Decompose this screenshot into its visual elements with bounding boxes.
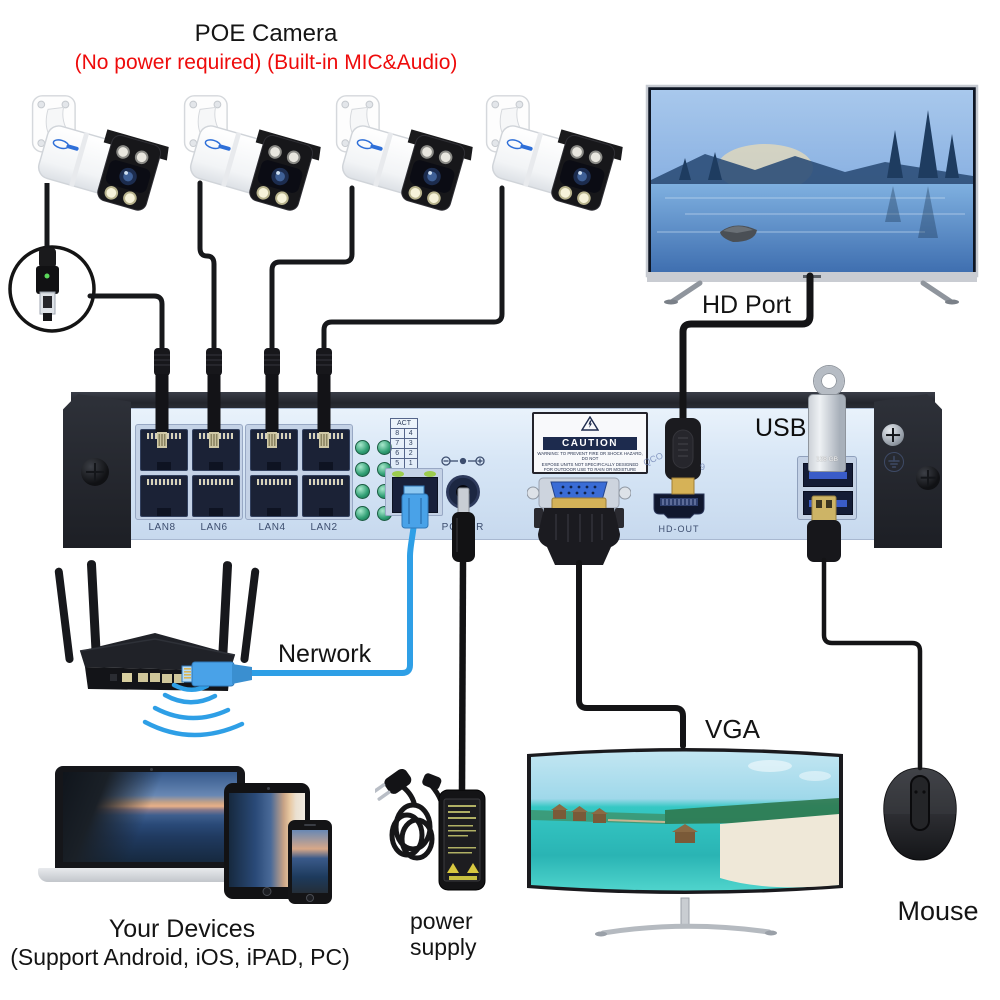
act-cell: 5 [391,459,405,468]
lan-block-1 [135,424,243,520]
ground-symbol-icon [884,452,904,472]
adapter-brick [438,789,486,891]
phone-screen-image [292,830,328,893]
act-cell: 4 [408,430,413,437]
your-devices-label: Your Devices [108,915,256,943]
hd-out-label: HD-OUT [658,524,700,534]
lan-port-2[interactable] [302,475,350,517]
power-cord-coil [389,783,444,861]
iec-connector [422,773,442,790]
camera1-cable [87,293,165,353]
lan-port-3[interactable] [250,429,298,471]
act-header: ACT [391,419,417,429]
caution-label: CAUTION WARNING: TO PREVENT FIRE OR SHOC… [532,412,648,474]
caution-line: EXPOSE UNITS NOT SPECIFICALLY DESIGNED [541,461,639,467]
monitor-screen-image [531,751,839,891]
hdmi-out-port[interactable] [650,488,708,522]
vga-monitor [527,748,843,937]
dc-power-jack[interactable] [446,475,480,509]
smartphone [288,820,332,904]
lan-port-5[interactable] [192,429,240,471]
tv-screen-image [651,90,973,272]
usb-drive-body: 128 GB [808,394,846,472]
poe-camera-3 [319,90,474,235]
vga-port[interactable] [527,474,631,514]
bungalows [553,810,695,843]
usb-drive-ring [814,366,844,396]
status-led [355,506,370,521]
lan8-label: LAN8 [148,522,176,533]
power-label: POWER [441,522,485,533]
status-led [377,440,392,455]
warning-triangle-icon [580,415,600,431]
page-title: POE Camera [194,20,338,47]
screw-right [916,466,940,490]
lan-block-2 [245,424,353,520]
lan6-label: LAN6 [200,522,228,533]
caution-line: WARNING: TO PREVENT FIRE OR SHOCK HAZARD… [537,451,643,462]
hd-tv [645,84,979,305]
usb-label: USB [755,414,807,442]
screw-panel [882,424,904,446]
act-cell: 7 [391,439,405,448]
usb-flash-drive: 128 GB [804,366,848,474]
caution-line: FOR OUTDOOR USE TO RAIN OR MOISTURE [543,467,637,473]
act-cell: 2 [408,450,413,457]
router-ports [110,673,184,683]
usb-port-bottom[interactable] [803,491,853,515]
laptop-base [38,868,262,882]
laptop-screen-image [63,772,237,862]
monitor-base [600,923,772,936]
lan5-label-partial: 5 [273,406,279,417]
act-cell: 6 [391,449,405,458]
lan-port-4[interactable] [250,475,298,517]
polarity-icon [441,456,485,466]
lan-port-7[interactable] [140,429,188,471]
eu-power-plug [375,768,412,801]
lan-port-6[interactable] [192,475,240,517]
screw-left [81,458,109,486]
mouse [883,767,957,861]
lan4-label: LAN4 [258,522,286,533]
poe-camera-4 [469,90,624,235]
mouse-scroll-area [910,775,930,831]
poe-camera-2 [167,90,322,235]
status-led [355,484,370,499]
hd-port-label: HD Port [702,291,791,319]
page-subtitle: (No power required) (Built-in MIC&Audio) [74,51,458,74]
power-supply-label-line2: supply [410,934,477,960]
act-cell: 3 [408,440,413,447]
laptop [55,766,245,868]
usb-drive-capacity: 128 GB [815,456,839,463]
diagram-title-block: POE Camera (No power required) (Built-in… [0,20,532,75]
act-cell: 1 [408,460,413,467]
lan-port-1[interactable] [302,429,350,471]
power-supply-unit [375,768,486,891]
act-cell: 8 [391,429,405,438]
caution-title: CAUTION [543,437,637,450]
lan2-label: LAN2 [310,522,338,533]
poe-camera-1 [15,90,170,235]
devices-support-label: (Support Android, iOS, iPAD, PC) [10,944,350,970]
mouse-label: Mouse [897,896,979,926]
status-led [355,462,370,477]
lan-port-8[interactable] [140,475,188,517]
monitor-stand [680,897,690,927]
vga-label: VGA [705,714,760,744]
router-top [80,633,235,671]
power-supply-label: power supply [410,908,476,960]
power-supply-label-line1: power [410,908,473,934]
network-wan-port[interactable] [385,468,443,516]
status-led [355,440,370,455]
network-label: Nerwork [278,640,372,668]
wifi-router [54,560,260,738]
wifi-waves-icon [142,682,245,738]
